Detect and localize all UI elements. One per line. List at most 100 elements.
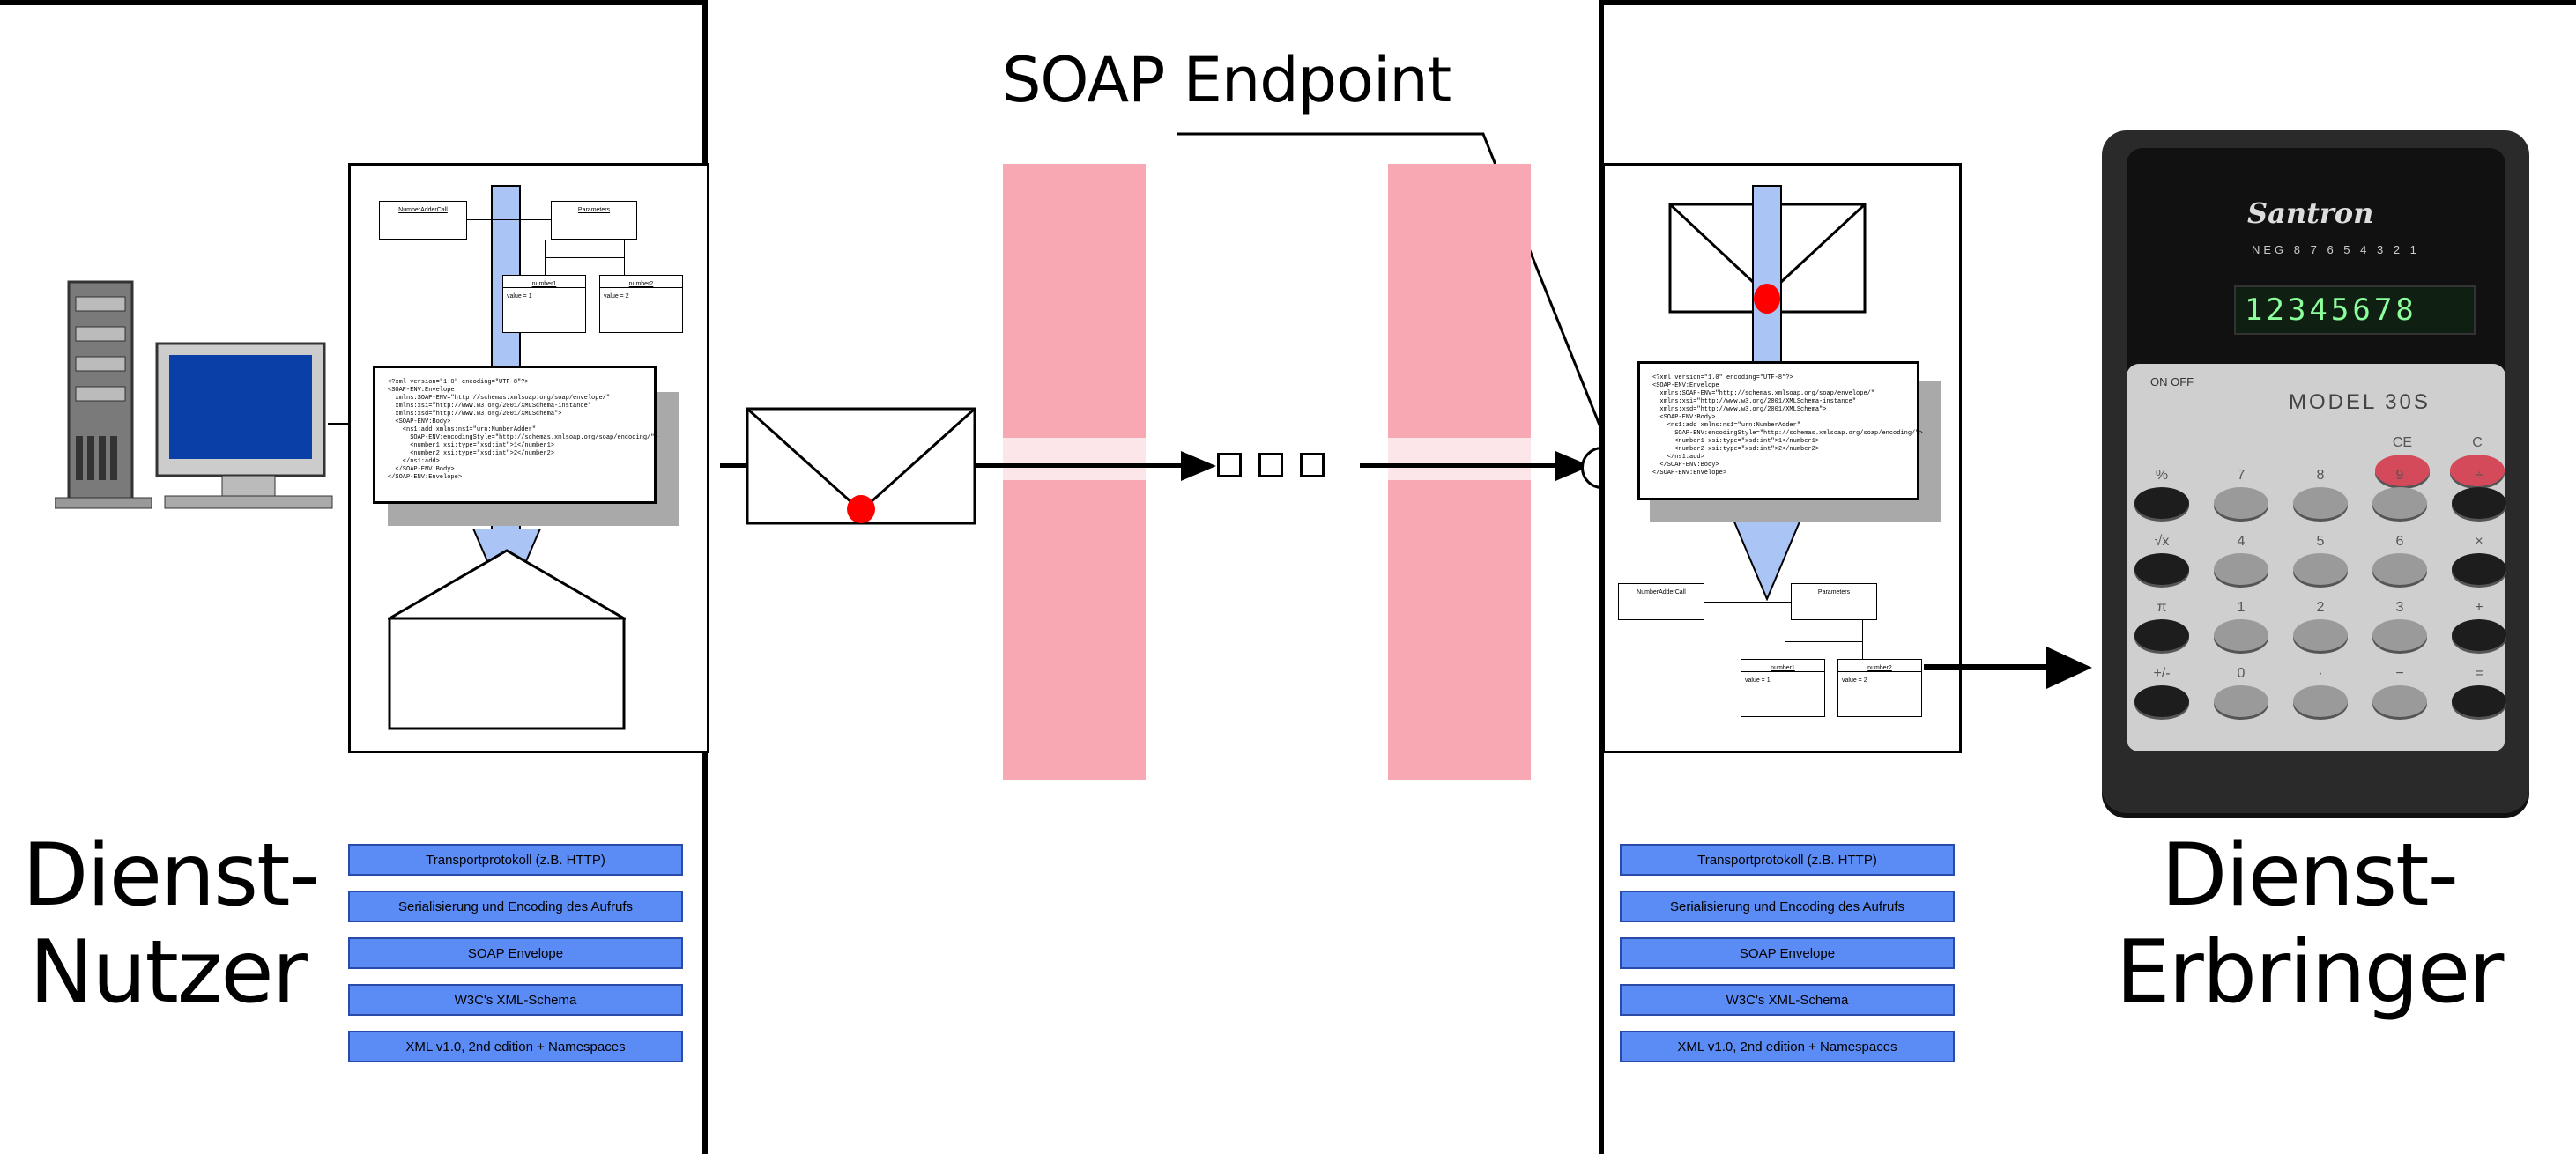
calculator-key bbox=[2214, 553, 2268, 585]
uml-link bbox=[545, 257, 624, 258]
calculator-key bbox=[2372, 553, 2427, 585]
calculator-model: MODEL 30S bbox=[2289, 390, 2431, 414]
calculator-key-label: π bbox=[2157, 600, 2167, 615]
calculator-key-label: 5 bbox=[2316, 534, 2325, 549]
calculator-key bbox=[2372, 487, 2427, 519]
calculator-key bbox=[2293, 553, 2348, 585]
uml-link bbox=[1704, 602, 1791, 603]
calculator-key-label: 8 bbox=[2316, 468, 2325, 483]
packet-square bbox=[1258, 453, 1283, 477]
calculator-brand: Santron bbox=[2247, 196, 2374, 230]
consumer-protocol-stack: Transportprotokoll (z.B. HTTP) Serialisi… bbox=[348, 844, 683, 1077]
firewall-port-right bbox=[1388, 438, 1531, 480]
provider-title: Dienst-Erbringer bbox=[2115, 825, 2505, 1023]
calculator-key bbox=[2134, 487, 2189, 519]
calculator-key-label: × bbox=[2475, 534, 2483, 549]
display-digits: 12345678 bbox=[2245, 292, 2417, 328]
uml-link bbox=[1862, 620, 1863, 659]
uml-link bbox=[467, 219, 551, 220]
endpoint-label: SOAP Endpoint bbox=[1002, 44, 1451, 116]
transmission-line-2 bbox=[1360, 463, 1567, 468]
calculator-key bbox=[2372, 619, 2427, 651]
calculator-key-label: 7 bbox=[2237, 468, 2246, 483]
calculator-icon: Santron NEG 8 7 6 5 4 3 2 1 12345678 ON … bbox=[2102, 130, 2529, 813]
calculator-display: 12345678 bbox=[2234, 285, 2476, 335]
envelope-open-icon bbox=[388, 549, 626, 730]
soap-xml-document: <?xml version="1.0" encoding="UTF-8"?> <… bbox=[373, 366, 658, 504]
calculator-key-label: 3 bbox=[2395, 600, 2404, 615]
layer-xml: XML v1.0, 2nd edition + Namespaces bbox=[348, 1031, 683, 1062]
calculator-key bbox=[2134, 619, 2189, 651]
layer-envelope: SOAP Envelope bbox=[1620, 937, 1955, 969]
calculator-key bbox=[2452, 685, 2506, 717]
endpoint-pointer-line bbox=[1177, 132, 1615, 459]
uml-root: NumberAdderCall bbox=[1618, 583, 1704, 620]
uml-parameters: Parameters bbox=[1791, 583, 1877, 620]
calculator-key bbox=[2214, 619, 2268, 651]
arrow-right-icon bbox=[1555, 451, 1591, 481]
calculator-key-label: 0 bbox=[2237, 666, 2246, 681]
uml-root: NumberAdderCall bbox=[379, 201, 467, 240]
computer-icon bbox=[55, 280, 333, 509]
calculator-key bbox=[2452, 487, 2506, 519]
result-line bbox=[1924, 664, 2056, 670]
calculator-key bbox=[2134, 685, 2189, 717]
calculator-key-label: · bbox=[2318, 666, 2323, 681]
calculator-key bbox=[2372, 685, 2427, 717]
calculator-key bbox=[2214, 487, 2268, 519]
calculator-key-label: C bbox=[2472, 435, 2483, 450]
calculator-key bbox=[2293, 619, 2348, 651]
uml-parameters: Parameters bbox=[551, 201, 637, 240]
calculator-key-label: +/- bbox=[2153, 666, 2171, 681]
calculator-key-label: 2 bbox=[2316, 600, 2325, 615]
provider-protocol-stack: Transportprotokoll (z.B. HTTP) Serialisi… bbox=[1620, 844, 1955, 1077]
soap-xml-document: <?xml version="1.0" encoding="UTF-8"?> <… bbox=[1637, 361, 1923, 500]
layer-xml: XML v1.0, 2nd edition + Namespaces bbox=[1620, 1031, 1955, 1062]
calculator-key-label: + bbox=[2475, 600, 2483, 615]
red-seal bbox=[1754, 284, 1780, 314]
arrow-right-icon bbox=[2046, 647, 2092, 689]
connector-line bbox=[720, 463, 748, 468]
calculator-key-label: − bbox=[2395, 666, 2404, 681]
calculator-key bbox=[2214, 685, 2268, 717]
layer-serialization: Serialisierung und Encoding des Aufrufs bbox=[348, 891, 683, 922]
uml-link bbox=[1785, 641, 1862, 642]
layer-xml-schema: W3C's XML-Schema bbox=[348, 984, 683, 1016]
calculator-key bbox=[2450, 455, 2505, 486]
layer-xml-schema: W3C's XML-Schema bbox=[1620, 984, 1955, 1016]
calculator-key-label: ÷ bbox=[2475, 468, 2483, 483]
packet-square bbox=[1217, 453, 1242, 477]
calculator-key-label: CE bbox=[2392, 435, 2413, 450]
calculator-key bbox=[2134, 553, 2189, 585]
layer-serialization: Serialisierung und Encoding des Aufrufs bbox=[1620, 891, 1955, 922]
consumer-title: Dienst-Nutzer bbox=[22, 825, 320, 1023]
layer-transport: Transportprotokoll (z.B. HTTP) bbox=[1620, 844, 1955, 876]
envelope-closed-icon bbox=[746, 407, 976, 525]
calculator-key-label: % bbox=[2155, 468, 2169, 483]
calculator-key-label: 1 bbox=[2237, 600, 2246, 615]
calculator-indicator: NEG 8 7 6 5 4 3 2 1 bbox=[2252, 243, 2420, 256]
calculator-key-label: 9 bbox=[2395, 468, 2404, 483]
uml-link bbox=[624, 240, 625, 275]
calculator-key-label: = bbox=[2475, 666, 2483, 681]
calculator-key bbox=[2293, 487, 2348, 519]
calculator-key bbox=[2452, 553, 2506, 585]
calculator-key-label: 4 bbox=[2237, 534, 2246, 549]
packet-square bbox=[1300, 453, 1325, 477]
calculator-power: ON OFF bbox=[2150, 375, 2194, 388]
calculator-key-label: 6 bbox=[2395, 534, 2404, 549]
arrow-down-icon bbox=[1732, 520, 1802, 601]
calculator-key bbox=[2293, 685, 2348, 717]
calculator-key bbox=[2375, 455, 2430, 486]
provider-panel bbox=[1599, 0, 2576, 1154]
calculator-key bbox=[2452, 619, 2506, 651]
arrow-right-icon bbox=[1181, 451, 1216, 481]
layer-transport: Transportprotokoll (z.B. HTTP) bbox=[348, 844, 683, 876]
firewall-port-left bbox=[1003, 438, 1146, 480]
transmission-line-1 bbox=[976, 463, 1192, 468]
layer-envelope: SOAP Envelope bbox=[348, 937, 683, 969]
